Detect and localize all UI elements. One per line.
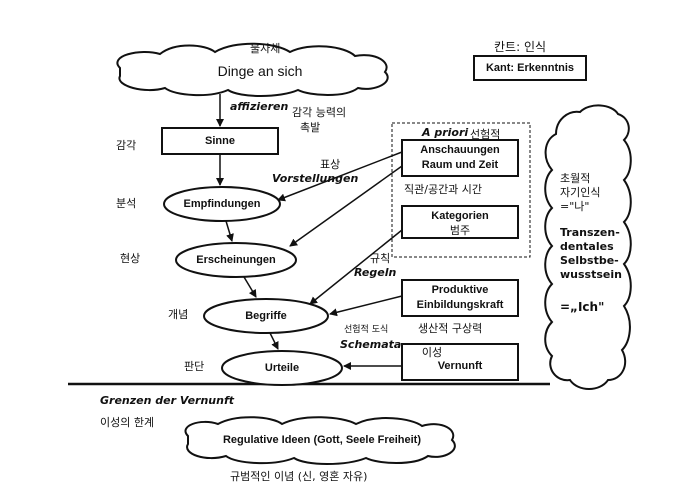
node-begriffe-ellipse — [203, 298, 329, 334]
node-sinne: Sinne — [205, 134, 235, 147]
label-self-ko-2: 자기인식 — [560, 186, 601, 199]
node-kategorien-box — [401, 205, 519, 239]
label-schemata: Schemata — [340, 338, 402, 351]
kant-erkenntnis-title: Kant: Erkenntnis — [485, 61, 574, 74]
a-priori-frame — [391, 122, 531, 258]
label-vorstellungen: Vorstellungen — [272, 172, 359, 185]
node-produktive-box — [401, 279, 519, 317]
label-phenomenon-ko: 현상 — [120, 252, 141, 265]
node-vernunft-box — [401, 343, 519, 381]
label-self-de-3: Selbstbe- — [560, 254, 619, 267]
node-anschauungen-box — [401, 139, 519, 177]
label-regeln-ko: 규칙 — [370, 252, 391, 265]
arrow-begriffe-urteile — [269, 332, 279, 350]
label-self-ko-1: 초월적 — [560, 172, 591, 185]
label-regulative-ko: 규범적인 이념 (신, 영혼 자유) — [230, 470, 368, 483]
label-grenzen-ko: 이성의 한계 — [100, 416, 155, 429]
label-ding-an-sich-ko: 물자체 — [250, 42, 281, 55]
node-anschauungen-line2: Raum und Zeit — [421, 158, 499, 171]
cloud-selbstbewusstsein — [544, 104, 632, 390]
label-self-ko-3: ="나" — [560, 200, 590, 213]
node-empfindungen: Empfindungen — [183, 197, 261, 210]
node-regulative-ideen: Regulative Ideen (Gott, Seele Freiheit) — [222, 433, 422, 446]
label-schemata-ko-2: 생산적 구상력 — [418, 322, 483, 335]
label-a-priori-ko: 선험적 — [470, 128, 501, 141]
arrow-anschauungen-erscheinungen — [289, 165, 403, 247]
node-vernunft-ko: 이성 — [421, 346, 443, 359]
cloud-dinge-an-sich — [116, 42, 389, 97]
label-self-de-5: =„Ich" — [560, 300, 605, 314]
label-a-priori: A priori — [422, 126, 469, 139]
arrow-erscheinungen-begriffe — [243, 276, 257, 298]
label-affizieren-ko-2: 촉발 — [300, 121, 321, 134]
arrow-produktive-begriffe — [329, 295, 403, 317]
node-produktive-line1: Produktive — [431, 283, 489, 296]
label-regeln: Regeln — [354, 266, 397, 279]
label-intuition-ko: 직관/공간과 시간 — [404, 183, 483, 196]
label-self-de-2: dentales — [560, 240, 614, 253]
label-schemata-ko-1: 선험적 도식 — [344, 325, 389, 335]
node-begriffe: Begriffe — [245, 309, 287, 322]
arrow-anschauungen-empfindungen — [277, 151, 403, 202]
node-kategorien-ko: 범주 — [449, 224, 471, 237]
label-self-de-1: Transzen- — [560, 226, 620, 239]
label-vorstellungen-ko: 표상 — [320, 158, 341, 171]
label-self-de-4: wusstsein — [560, 268, 622, 281]
node-dinge-an-sich: Dinge an sich — [217, 62, 303, 79]
label-affizieren: affizieren — [230, 100, 289, 113]
arrow-kategorien-begriffe — [309, 229, 403, 305]
label-sense-ko: 감각 — [116, 139, 137, 152]
node-anschauungen-line1: Anschauungen — [420, 143, 500, 156]
cloud-regulative-ideen — [184, 416, 456, 465]
label-kant-ko: 칸트: 인식 — [494, 40, 547, 54]
node-urteile: Urteile — [264, 361, 300, 374]
label-judgment-ko: 판단 — [184, 360, 205, 373]
node-urteile-ellipse — [221, 350, 343, 386]
arrow-empfindungen-erscheinungen — [225, 220, 234, 242]
node-kategorien: Kategorien — [431, 209, 489, 222]
node-erscheinungen: Erscheinungen — [196, 253, 276, 266]
label-grenzen: Grenzen der Vernunft — [100, 394, 234, 407]
node-produktive-line2: Einbildungskraft — [416, 298, 504, 311]
node-erscheinungen-ellipse — [175, 242, 297, 278]
node-empfindungen-ellipse — [163, 186, 281, 222]
node-sinne-box — [161, 127, 279, 155]
node-vernunft: Vernunft — [437, 359, 483, 372]
kant-erkenntnis-box — [473, 55, 587, 81]
label-concept-ko: 개념 — [168, 308, 189, 321]
label-affizieren-ko-1: 감각 능력의 — [292, 106, 347, 119]
label-analysis-ko: 분석 — [116, 197, 137, 210]
